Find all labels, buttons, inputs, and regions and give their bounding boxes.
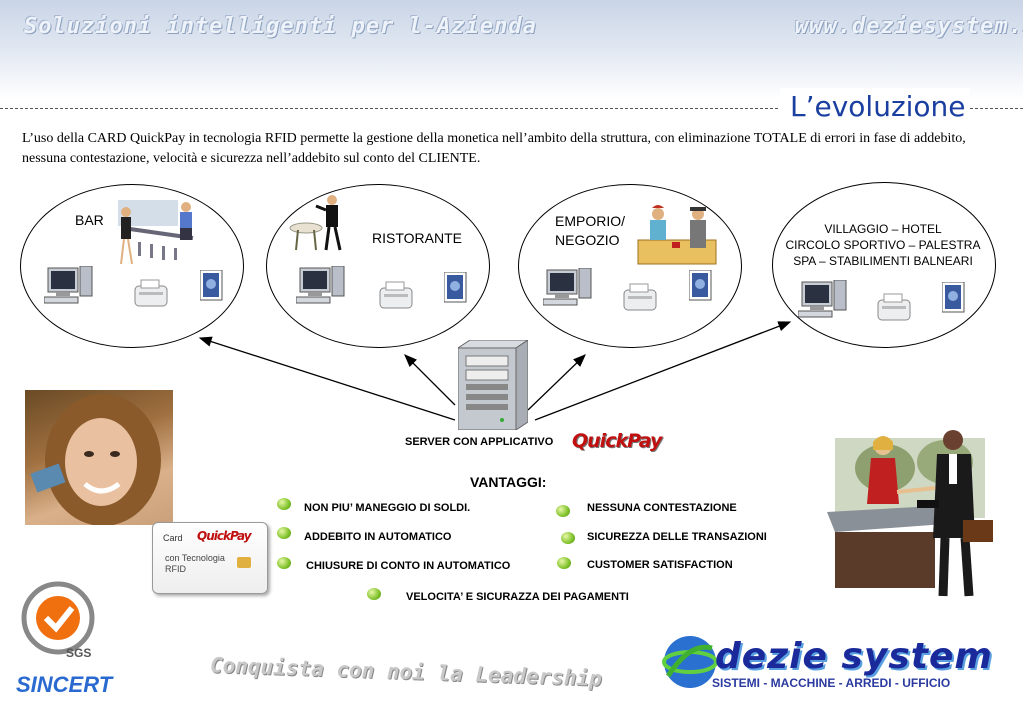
vantaggio-item: NON PIU’ MANEGGIO DI SOLDI. — [304, 502, 471, 514]
woman-icon — [30, 394, 161, 526]
label-emporio-2: NEGOZIO — [555, 232, 620, 248]
vantaggio-item: NESSUNA CONTESTAZIONE — [587, 502, 737, 514]
bullet-icon — [277, 557, 291, 569]
header-banner: Soluzioni intelligenti per l-Azienda www… — [0, 0, 1023, 100]
label-villaggio-3: SPA – STABILIMENTI BALNEARI — [793, 254, 973, 268]
chip-icon — [237, 557, 251, 568]
label-bar: BAR — [75, 212, 104, 228]
bar-scene-icon — [118, 200, 194, 265]
label-villaggio-1: VILLAGGIO – HOTEL — [824, 222, 942, 236]
printer-icon — [379, 281, 413, 309]
vantaggio-item: CUSTOMER SATISFACTION — [587, 559, 733, 571]
header-slogan: Soluzioni intelligenti per l-Azienda — [24, 14, 537, 39]
label-villaggio-2: CIRCOLO SPORTIVO – PALESTRA — [785, 238, 981, 252]
quickpay-logo: QuickPay — [572, 430, 662, 452]
page-title: L’evoluzione — [790, 90, 966, 123]
printer-icon — [877, 293, 911, 321]
vantaggio-item: SICUREZZA DELLE TRANSAZIONI — [587, 531, 767, 543]
ristorante-scene-icon — [289, 195, 342, 251]
card-tech: con Tecnologia — [165, 553, 225, 563]
printer-icon — [134, 279, 168, 307]
dezie-logo: dezie system — [715, 636, 993, 677]
arrow-to-villaggio — [534, 321, 792, 421]
pc-icon — [543, 268, 592, 306]
header-website: www.deziesystem.it — [795, 14, 1023, 39]
card-brand: QuickPay — [197, 529, 252, 543]
rfid-reader-icon — [689, 270, 712, 301]
pc-icon — [44, 266, 93, 304]
sgs-label: SGS — [66, 646, 92, 660]
reception-scene-icon — [827, 430, 993, 597]
bullet-icon — [277, 498, 291, 510]
label-ristorante: RISTORANTE — [372, 230, 462, 246]
arrow-to-emporio — [527, 354, 586, 411]
title-box — [780, 88, 970, 124]
sgs-cert-icon — [21, 581, 95, 655]
node-ristorante — [266, 184, 490, 348]
bullet-icon — [557, 557, 571, 569]
bullet-icon — [367, 588, 381, 600]
vantaggio-item: VELOCITA’ E SICURAZZA DEI PAGAMENTI — [406, 591, 629, 603]
dezie-globe-icon — [662, 636, 718, 688]
pc-icon — [296, 266, 345, 304]
dezie-subtitle: SISTEMI - MACCHINE - ARREDI - UFFICIO — [712, 676, 951, 690]
bullet-icon — [277, 527, 291, 539]
pc-icon — [798, 280, 847, 318]
quickpay-card: Card QuickPay con Tecnologia RFID — [152, 522, 268, 594]
vantaggio-item: ADDEBITO IN AUTOMATICO — [304, 531, 452, 543]
arrow-to-bar — [198, 336, 456, 421]
printer-icon — [623, 283, 657, 311]
vantaggi-heading: VANTAGGI: — [470, 474, 547, 490]
arrow-to-ristorante — [404, 354, 456, 406]
rfid-reader-icon — [942, 282, 965, 313]
rfid-reader-icon — [444, 272, 467, 303]
node-emporio — [518, 184, 742, 348]
rfid-reader-icon — [200, 270, 223, 301]
card-label: Card — [163, 533, 183, 543]
header-divider — [0, 108, 1023, 109]
customer-photo — [25, 390, 173, 526]
bullet-icon — [561, 532, 575, 544]
server-icon — [458, 340, 528, 430]
card-rfid: RFID — [165, 564, 186, 574]
server-label: SERVER CON APPLICATIVO — [405, 436, 554, 448]
label-emporio-1: EMPORIO/ — [555, 213, 626, 229]
bullet-icon — [556, 505, 570, 517]
intro-text: L’uso della CARD QuickPay in tecnologia … — [22, 131, 966, 166]
emporio-scene-icon — [637, 205, 717, 265]
vantaggio-item: CHIUSURE DI CONTO IN AUTOMATICO — [306, 560, 511, 572]
sincert-logo: SINCERT — [16, 672, 113, 697]
